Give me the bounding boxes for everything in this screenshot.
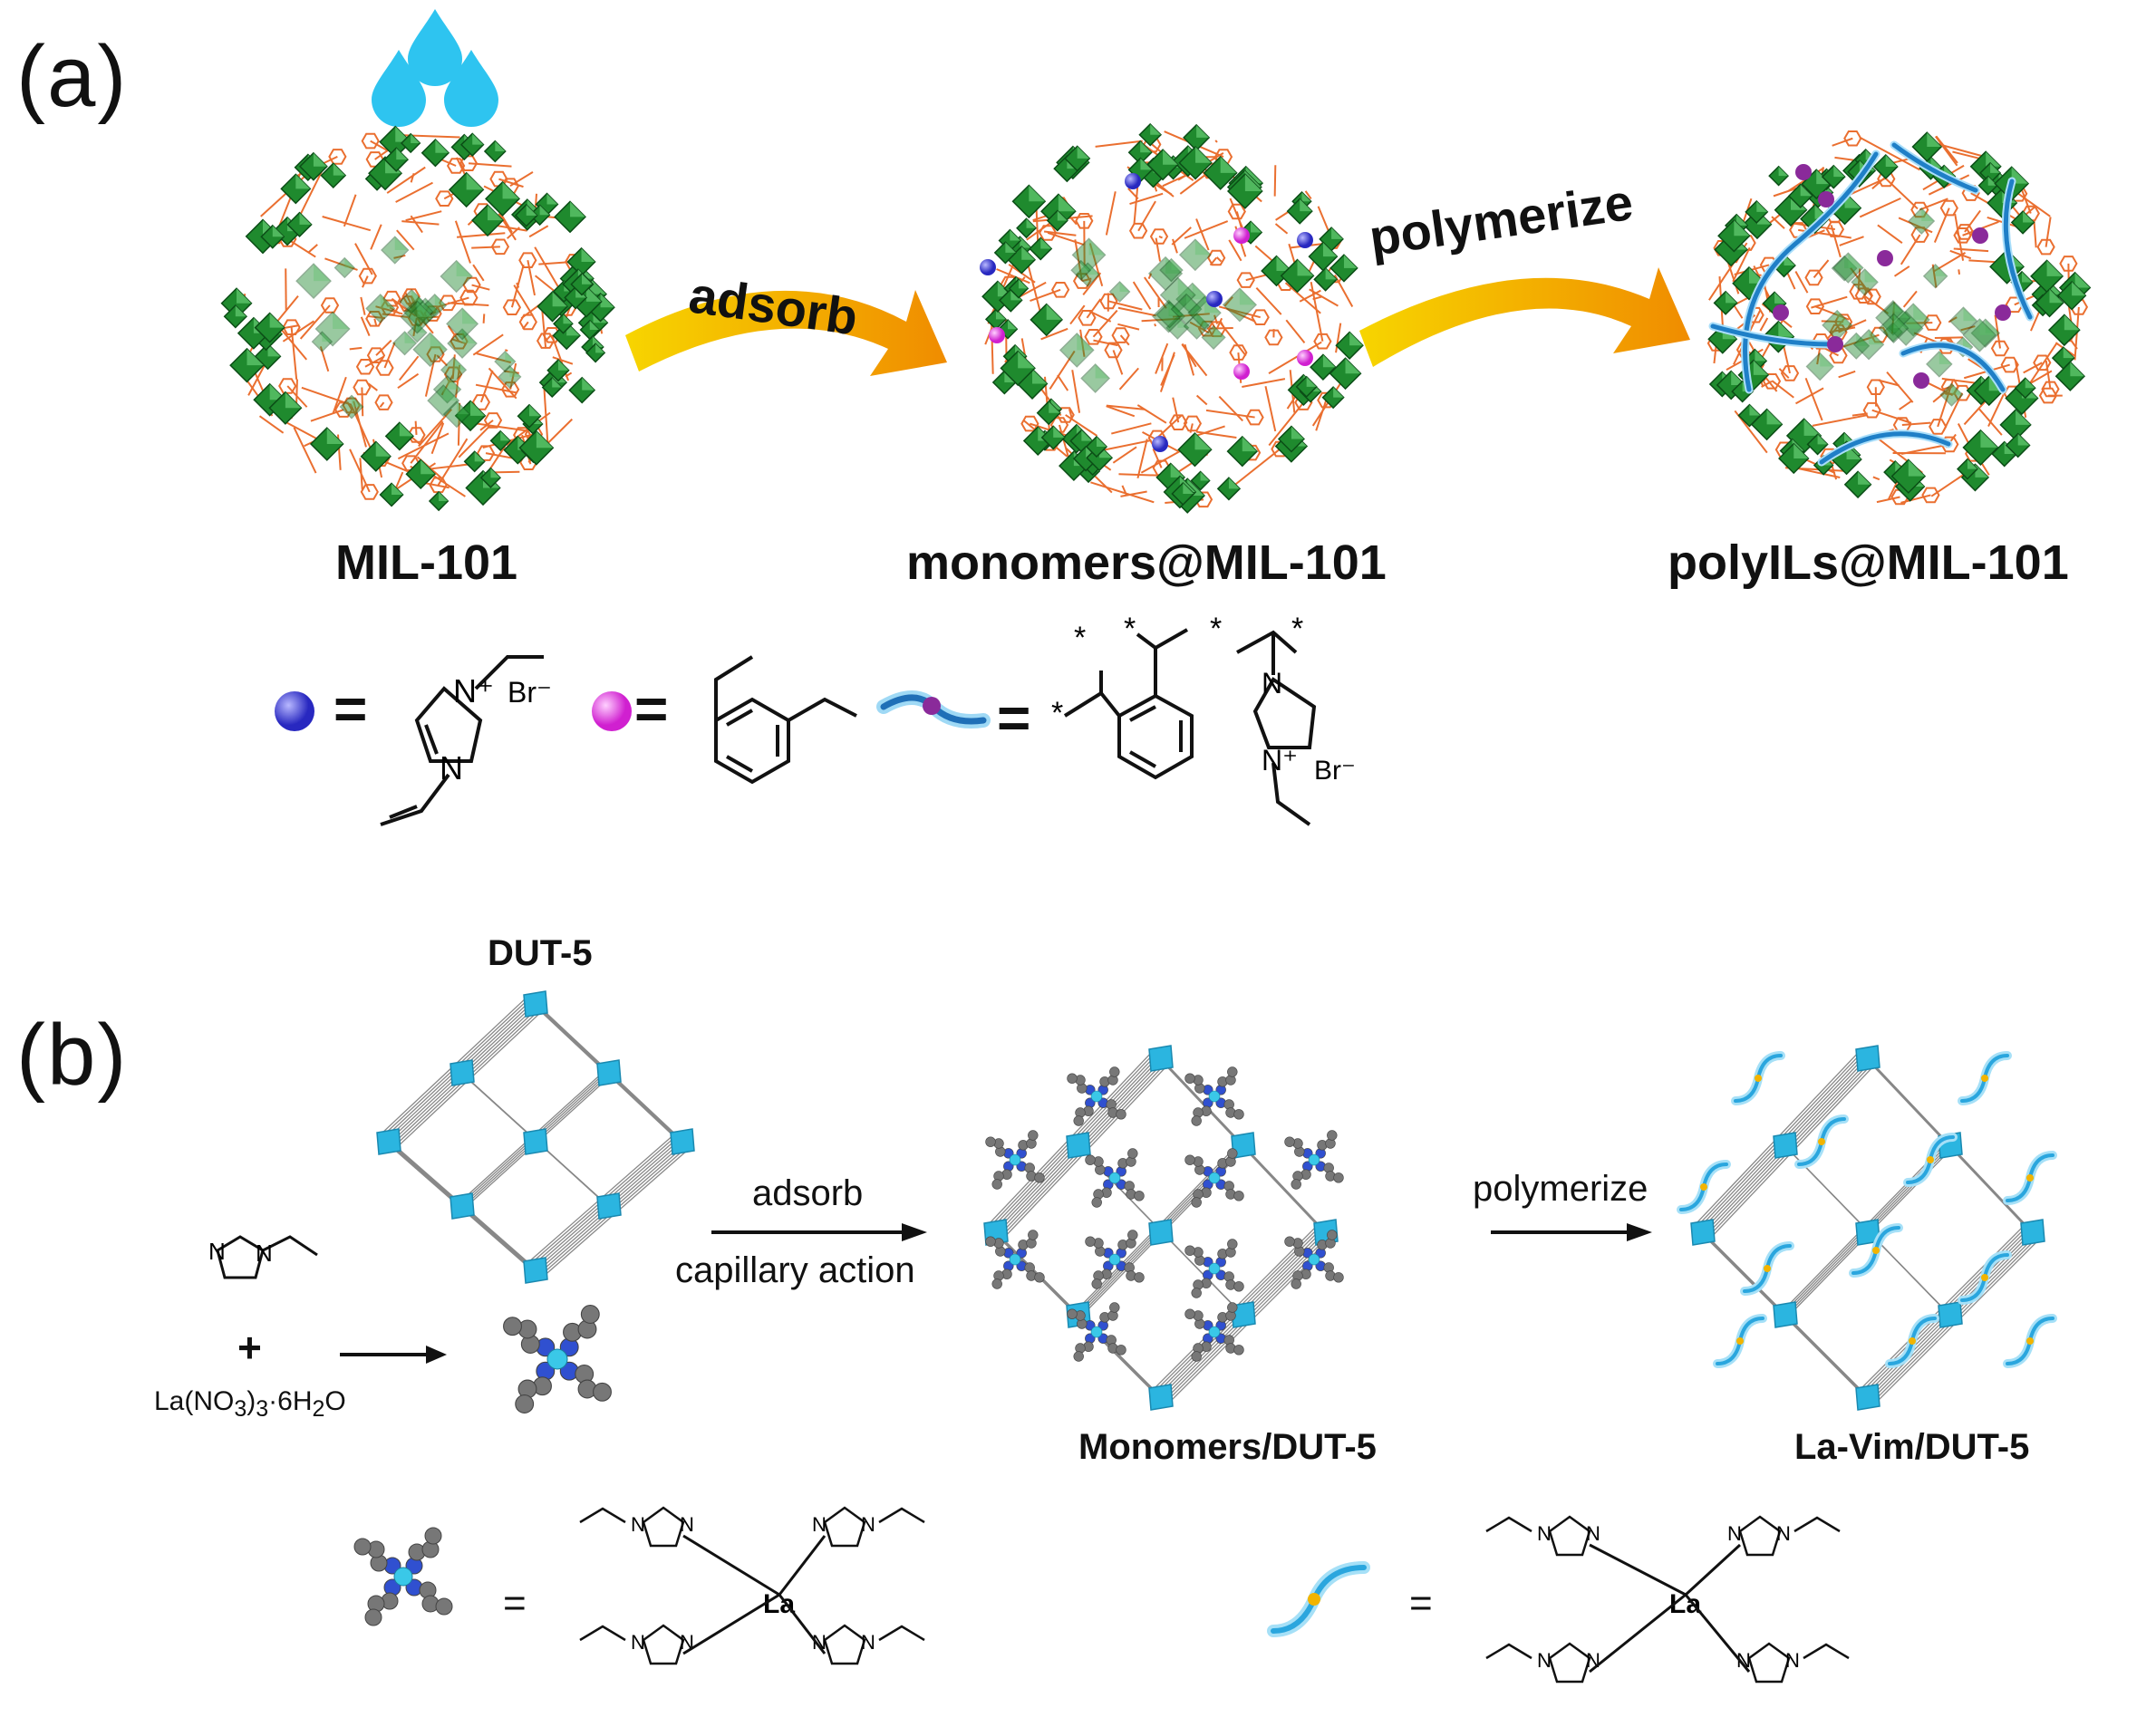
svg-text:N: N bbox=[1776, 1522, 1791, 1545]
svg-text:*: * bbox=[1291, 612, 1303, 646]
monomers-dut5-framework bbox=[983, 1045, 1344, 1411]
svg-text:N: N bbox=[1537, 1649, 1552, 1672]
polyils-mil101-title: polyILs@MIL-101 bbox=[1668, 535, 2069, 590]
lanthanum-nitrate-label: La(NO3)3·6H2O bbox=[154, 1386, 346, 1422]
dut5-title: DUT-5 bbox=[488, 933, 593, 973]
svg-text:N: N bbox=[1537, 1522, 1552, 1545]
pink-sphere-icon bbox=[592, 691, 632, 731]
svg-text:N: N bbox=[812, 1513, 827, 1536]
divinylbenzene-structure bbox=[714, 655, 857, 785]
svg-text:N: N bbox=[1736, 1649, 1751, 1672]
svg-text:N: N bbox=[1586, 1522, 1600, 1545]
polymer-chain-icon bbox=[1267, 1561, 1370, 1637]
plus-sign: + bbox=[237, 1324, 262, 1371]
la-complex-icon bbox=[503, 1305, 612, 1413]
reaction-arrow bbox=[340, 1346, 447, 1364]
svg-text:N: N bbox=[208, 1238, 226, 1265]
la-vim-dut5-framework bbox=[1677, 1045, 2057, 1411]
dut5-framework bbox=[376, 990, 695, 1284]
monomers-dut5-title: Monomers/DUT-5 bbox=[1078, 1427, 1377, 1467]
capillary-action-label: capillary action bbox=[675, 1250, 915, 1290]
adsorb-step-label: adsorb bbox=[752, 1173, 864, 1213]
svg-text:*: * bbox=[1124, 612, 1136, 646]
mil101-title: MIL-101 bbox=[335, 535, 518, 590]
monomers-mil101-title: monomers@MIL-101 bbox=[906, 535, 1387, 590]
br-label: Br⁻ bbox=[508, 676, 552, 709]
panel-b-label: (b) bbox=[16, 1007, 129, 1104]
svg-text:N: N bbox=[1785, 1649, 1800, 1672]
la-vim-dut5-title: La-Vim/DUT-5 bbox=[1794, 1427, 2030, 1467]
solvent-droplets-icon bbox=[372, 9, 498, 127]
svg-text:Br⁻: Br⁻ bbox=[1314, 756, 1356, 786]
star-label: * bbox=[1051, 696, 1063, 730]
polymerize-arrow bbox=[1359, 267, 1690, 367]
svg-text:N: N bbox=[1262, 667, 1282, 699]
la-complex-legend-icon bbox=[353, 1527, 453, 1626]
svg-text:*: * bbox=[1074, 621, 1086, 655]
n-plus-label: N⁺ bbox=[453, 672, 494, 709]
vinylimidazole-structure: N N bbox=[208, 1235, 318, 1279]
legend-equals-1: = bbox=[334, 676, 368, 741]
svg-text:N: N bbox=[861, 1513, 875, 1536]
vinyl-imidazolium-structure: N⁺ N Br⁻ bbox=[380, 655, 552, 826]
svg-text:N: N bbox=[1727, 1522, 1742, 1545]
svg-text:N: N bbox=[680, 1513, 694, 1536]
svg-text:N: N bbox=[631, 1631, 645, 1654]
polymerize-step-arrow bbox=[1491, 1223, 1652, 1241]
svg-text:N: N bbox=[861, 1631, 875, 1654]
svg-text:N: N bbox=[812, 1631, 827, 1654]
svg-text:*: * bbox=[1210, 612, 1222, 646]
copolymer-structure: * * * * * N N⁺ Br⁻ bbox=[1051, 612, 1356, 826]
legend-equals-2: = bbox=[634, 676, 669, 741]
panel-a-label: (a) bbox=[16, 28, 129, 125]
adsorb-arrow bbox=[625, 290, 947, 376]
svg-text:N⁺: N⁺ bbox=[1262, 744, 1298, 777]
blue-sphere-icon bbox=[275, 691, 314, 731]
legend-b-equals-2: = bbox=[1409, 1581, 1433, 1626]
svg-text:N: N bbox=[631, 1513, 645, 1536]
legend-equals-3: = bbox=[997, 685, 1031, 750]
legend-b-equals-1: = bbox=[503, 1581, 527, 1626]
monomers-mil101-cage bbox=[980, 122, 1364, 514]
polymerize-step-label: polymerize bbox=[1473, 1169, 1648, 1209]
mil101-cage bbox=[220, 125, 615, 512]
svg-text:N: N bbox=[256, 1240, 273, 1267]
polymer-strand-icon bbox=[876, 690, 991, 728]
polyils-mil101-cage bbox=[1706, 130, 2092, 506]
n-label: N bbox=[440, 749, 463, 786]
adsorb-step-arrow bbox=[711, 1223, 927, 1241]
